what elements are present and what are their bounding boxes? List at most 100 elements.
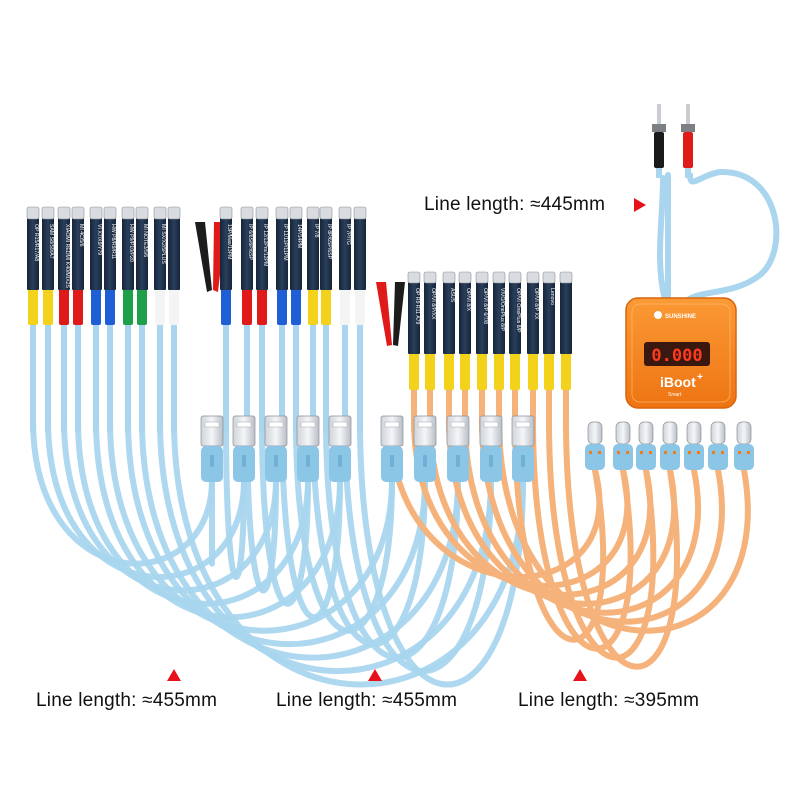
usb-c-dot <box>617 451 620 454</box>
usb-c-plug <box>708 421 728 470</box>
usb-a-metal <box>511 415 535 447</box>
flex-board-label: MI 4C/5/6 <box>78 224 84 247</box>
strain-relief <box>444 350 454 390</box>
alligator-clip-black-right <box>393 282 405 346</box>
flex-board-label: 13P/Max/13PM <box>226 224 232 259</box>
cable-loop <box>546 417 657 661</box>
usb-c-plug <box>613 421 633 470</box>
alligator-clip-black-left <box>195 222 212 292</box>
usb-a-plug <box>328 415 352 482</box>
usb-c-dot <box>738 451 741 454</box>
cable-loop <box>244 417 279 594</box>
orange-cable-loops <box>387 417 751 670</box>
flex-cable-left <box>353 206 367 433</box>
flex-board-label: MI SX/X2/5PLUS <box>160 224 166 264</box>
strain-relief <box>105 287 115 325</box>
usb-c-metal <box>662 421 678 445</box>
usb-c-dot <box>589 451 592 454</box>
usb-c-dot <box>598 451 601 454</box>
device-brand: SUNSHINE <box>665 314 696 320</box>
caption-right: Line length: ≈395mm <box>518 690 700 711</box>
usb-c-housing <box>613 444 633 470</box>
flex-board-label: IP 7/8 <box>313 224 319 238</box>
flex-board-label: 14P/14PM <box>296 224 302 248</box>
usb-icon <box>338 455 342 467</box>
strain-relief <box>510 350 520 390</box>
flex-cable-right: VIVO/OnePlus 8/P <box>492 271 506 433</box>
flex-cable-right: OP R9 R11 A79 <box>407 271 421 433</box>
flex-connector <box>508 271 522 284</box>
flex-connector <box>353 206 367 220</box>
device-display <box>644 342 710 366</box>
flex-connector <box>275 206 289 220</box>
flex-cable-right: OP/VI 8/P 6/7/8 <box>475 271 489 433</box>
flex-connector <box>135 206 149 220</box>
flex-board <box>154 218 166 290</box>
cable-loop <box>512 417 607 643</box>
flex-board-label: MI NOTE3/5/6 <box>142 224 148 257</box>
usb-a-connector-row <box>200 415 535 482</box>
usb-c-metal <box>638 421 654 445</box>
device-display-value: 0.000 <box>651 346 702 366</box>
flex-board-label: VIVO/OnePlus 8/P <box>499 288 505 332</box>
flex-connector <box>475 271 489 284</box>
usb-a-plug <box>264 415 288 482</box>
strain-relief <box>425 350 435 390</box>
flex-board-label: HW P9/P10/P20 <box>128 224 134 262</box>
usb-a-slot <box>300 421 316 428</box>
flex-cable-left: IP 8P/6SP/6SP <box>319 206 333 433</box>
flex-board <box>527 282 539 354</box>
power-cable-loop <box>664 168 780 303</box>
strain-relief <box>409 350 419 390</box>
usb-c-plug <box>585 421 605 470</box>
flex-cable-right: OP/VI 8/P/XX <box>423 271 437 433</box>
usb-icon <box>242 455 246 467</box>
flex-connector <box>26 206 40 220</box>
strain-relief <box>155 287 165 325</box>
flex-connector <box>559 271 573 284</box>
usb-c-housing <box>636 444 656 470</box>
cable-loop <box>563 417 680 670</box>
usb-c-metal <box>710 421 726 445</box>
usb-a-plug <box>479 415 503 482</box>
flex-board <box>27 218 39 290</box>
usb-c-metal <box>587 421 603 445</box>
flex-connector <box>219 206 233 220</box>
cable-loop <box>139 417 461 661</box>
cable-loop <box>479 417 725 625</box>
usb-icon <box>306 455 310 467</box>
usb-a-slot <box>450 421 466 428</box>
flex-cable-left: IP 12/12Pro/12PM <box>255 206 269 433</box>
flex-board <box>443 282 455 354</box>
strain-relief <box>460 350 470 390</box>
usb-c-metal <box>736 421 752 445</box>
flex-connector <box>407 271 421 284</box>
flex-board-label: OP/VI 8/X <box>465 288 471 312</box>
cable-loop <box>93 417 343 621</box>
usb-a-metal <box>296 415 320 447</box>
flex-cable-right: ASUS <box>442 271 456 433</box>
flex-connector <box>319 206 333 220</box>
flex-connector <box>306 206 320 220</box>
usb-icon <box>521 455 525 467</box>
flex-cable-left: SAM S8/S9/A7 <box>41 206 55 433</box>
usb-c-dot <box>626 451 629 454</box>
usb-a-slot <box>204 421 220 428</box>
flex-cable-left: 13P/Max/13PM <box>219 206 233 433</box>
device-model: iBoot <box>660 374 696 390</box>
usb-a-metal <box>200 415 224 447</box>
usb-a-metal <box>380 415 404 447</box>
flex-board-label: OP/VI 8/P 6/7/8 <box>482 288 488 324</box>
strain-relief <box>477 350 487 390</box>
caption-left: Line length: ≈455mm <box>36 690 218 711</box>
strain-relief <box>561 350 571 390</box>
usb-c-housing <box>708 444 728 470</box>
flex-cable-right: OP/VI 8/P XX <box>526 271 540 433</box>
flex-board-label: VI X7/X9/Y79 <box>96 224 102 255</box>
usb-icon <box>423 455 427 467</box>
flex-board-label: OP R9 R11 A79 <box>414 288 420 325</box>
flex-board <box>72 218 84 290</box>
usb-a-slot <box>515 421 531 428</box>
